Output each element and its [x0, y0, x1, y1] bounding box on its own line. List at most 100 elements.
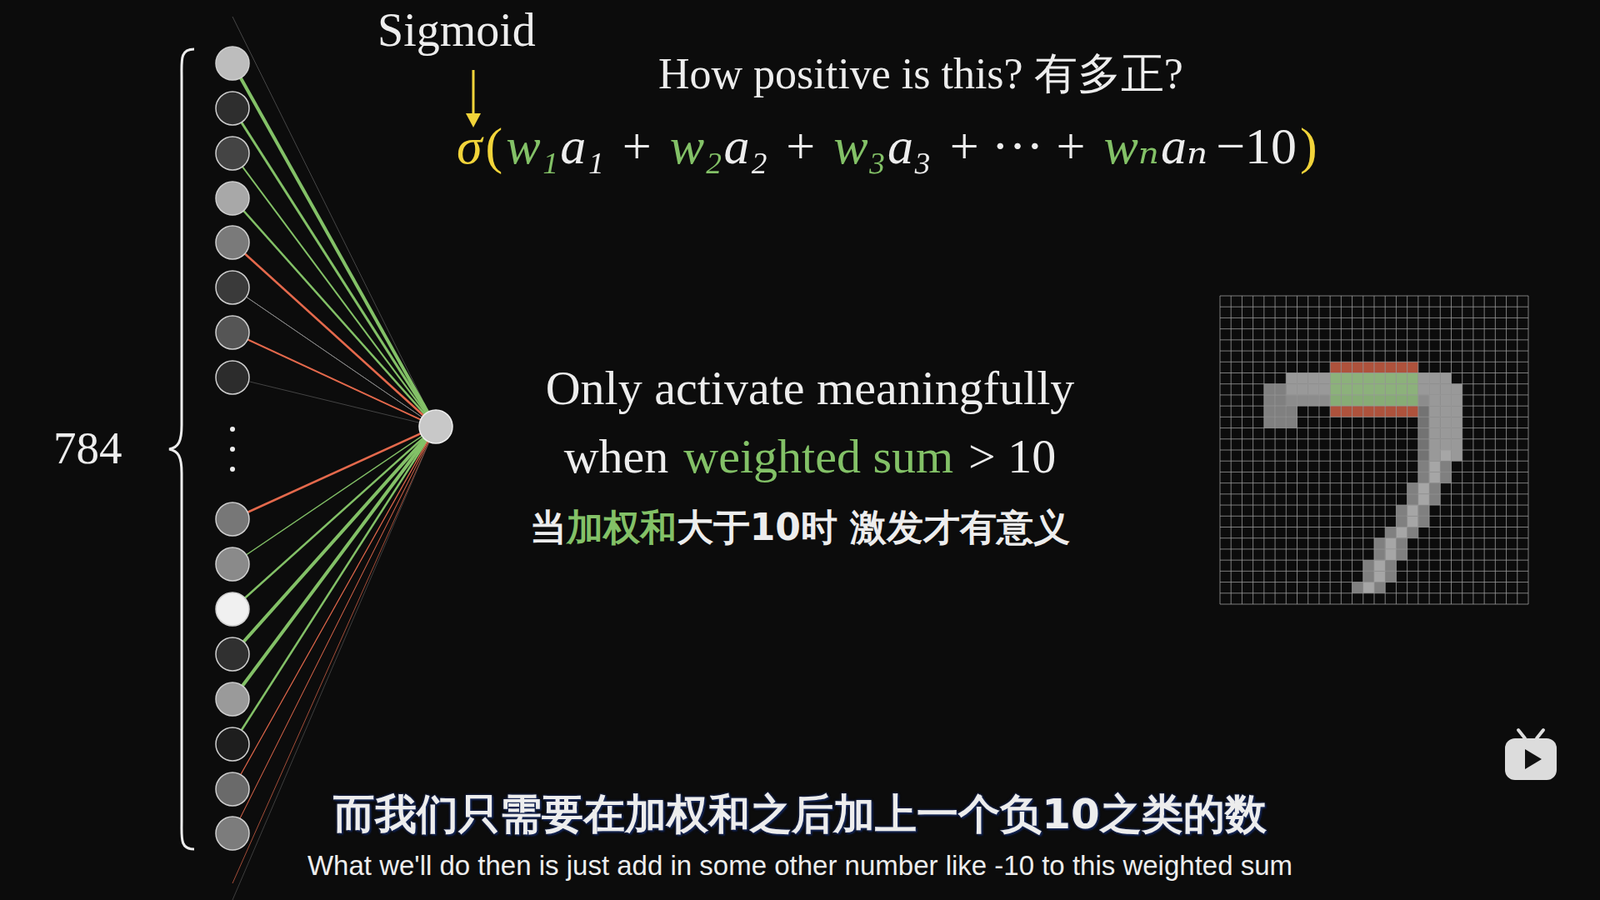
- note-line-text: weighted sum: [683, 428, 954, 485]
- input-neuron: [215, 816, 250, 850]
- pixel: [1451, 384, 1463, 395]
- weight-line: [232, 198, 436, 427]
- pixel: [1264, 395, 1275, 406]
- pixel: [1418, 483, 1430, 495]
- grid-line: [1220, 570, 1529, 572]
- weight-highlight: [1363, 384, 1375, 395]
- pixel: [1407, 384, 1419, 395]
- formula-term: a₂: [724, 116, 769, 176]
- subtitle-chinese: 而我们只需要在加权和之后加上一个负10之类的数: [333, 786, 1267, 843]
- pixel: [1440, 471, 1451, 483]
- weight-highlight: [1395, 405, 1407, 417]
- input-neuron: [215, 225, 250, 260]
- pixel: [1395, 549, 1407, 560]
- grid-line: [1484, 295, 1485, 605]
- pixel: [1285, 405, 1297, 417]
- grid-line: [1220, 450, 1529, 451]
- pixel: [1285, 416, 1297, 428]
- note-chinese-text: 加权和: [566, 503, 677, 553]
- ellipsis-dot: [230, 466, 235, 472]
- pixel: [1297, 384, 1309, 395]
- pixel: [1429, 405, 1440, 417]
- weight-highlight: [1385, 373, 1396, 385]
- pixel: [1374, 549, 1385, 560]
- weight-line: [232, 153, 436, 427]
- weight-line: [232, 332, 436, 427]
- weight-highlight: [1374, 384, 1385, 395]
- input-neuron: [215, 772, 250, 806]
- weight-highlight: [1352, 405, 1364, 417]
- weight-line: [232, 287, 436, 427]
- note-chinese-text: 当: [530, 503, 567, 553]
- weight-line: [232, 426, 436, 790]
- grid-line: [1461, 295, 1463, 605]
- pixel: [1429, 416, 1440, 428]
- weight-highlight: [1363, 361, 1375, 373]
- input-neuron: [215, 181, 250, 215]
- output-neuron: [419, 410, 453, 444]
- pixel: [1429, 450, 1440, 461]
- weight-highlight: [1395, 395, 1407, 406]
- pixel: [1395, 395, 1407, 406]
- pixel: [1395, 373, 1407, 385]
- pixel: [1440, 384, 1451, 395]
- pixel: [1418, 428, 1430, 440]
- grid-line: [1417, 295, 1419, 605]
- weight-highlight: [1340, 405, 1352, 417]
- pixel: [1385, 538, 1396, 550]
- pixel: [1429, 460, 1440, 472]
- grid-line: [1516, 295, 1518, 605]
- weight-line: [232, 426, 436, 700]
- weight-line: [232, 426, 436, 610]
- pixel-grid: [1220, 295, 1529, 605]
- input-neuron: [215, 727, 250, 761]
- weight-highlight: [1340, 361, 1352, 373]
- formula-term: +: [785, 116, 815, 176]
- grid-line: [1220, 581, 1529, 583]
- weight-line: [232, 63, 436, 427]
- pixel: [1418, 505, 1430, 516]
- note-chinese-text: 大于10时 激发才有意义: [676, 503, 1071, 553]
- weight-line: [232, 108, 436, 427]
- formula-term: w₂: [670, 116, 723, 176]
- pixel: [1264, 416, 1275, 428]
- pixel: [1418, 450, 1430, 461]
- pixel: [1429, 373, 1440, 385]
- grid-line: [1220, 537, 1529, 539]
- pixel: [1363, 570, 1375, 582]
- input-neuron: [215, 136, 250, 170]
- pixel: [1374, 582, 1385, 594]
- weight-highlight: [1407, 384, 1419, 395]
- weight-highlight: [1340, 395, 1352, 406]
- pixel: [1340, 395, 1352, 406]
- pixel: [1429, 494, 1440, 505]
- pixel: [1385, 373, 1396, 385]
- pixel: [1429, 395, 1440, 406]
- pixel: [1407, 515, 1419, 527]
- weight-highlight: [1374, 361, 1385, 373]
- weight-highlight: [1363, 395, 1375, 406]
- pixel: [1418, 384, 1430, 395]
- pixel: [1429, 471, 1440, 483]
- pixel: [1451, 428, 1463, 440]
- grid-line: [1440, 295, 1441, 605]
- weight-highlight: [1330, 395, 1341, 406]
- weight-highlight: [1330, 373, 1341, 385]
- input-neuron: [215, 592, 250, 626]
- pixel: [1429, 384, 1440, 395]
- pixel: [1451, 416, 1463, 428]
- pixel: [1385, 560, 1396, 571]
- formula-term: +: [622, 116, 652, 176]
- pixel: [1440, 450, 1451, 461]
- pixel: [1429, 428, 1440, 440]
- note-line-text: > 10: [968, 428, 1056, 485]
- pixel: [1407, 527, 1419, 539]
- pixel: [1330, 395, 1341, 406]
- weight-highlight: [1374, 405, 1385, 417]
- pixel: [1440, 439, 1451, 450]
- weight-line: [232, 377, 436, 427]
- pixel: [1363, 582, 1375, 594]
- note-line-text: when: [564, 428, 670, 485]
